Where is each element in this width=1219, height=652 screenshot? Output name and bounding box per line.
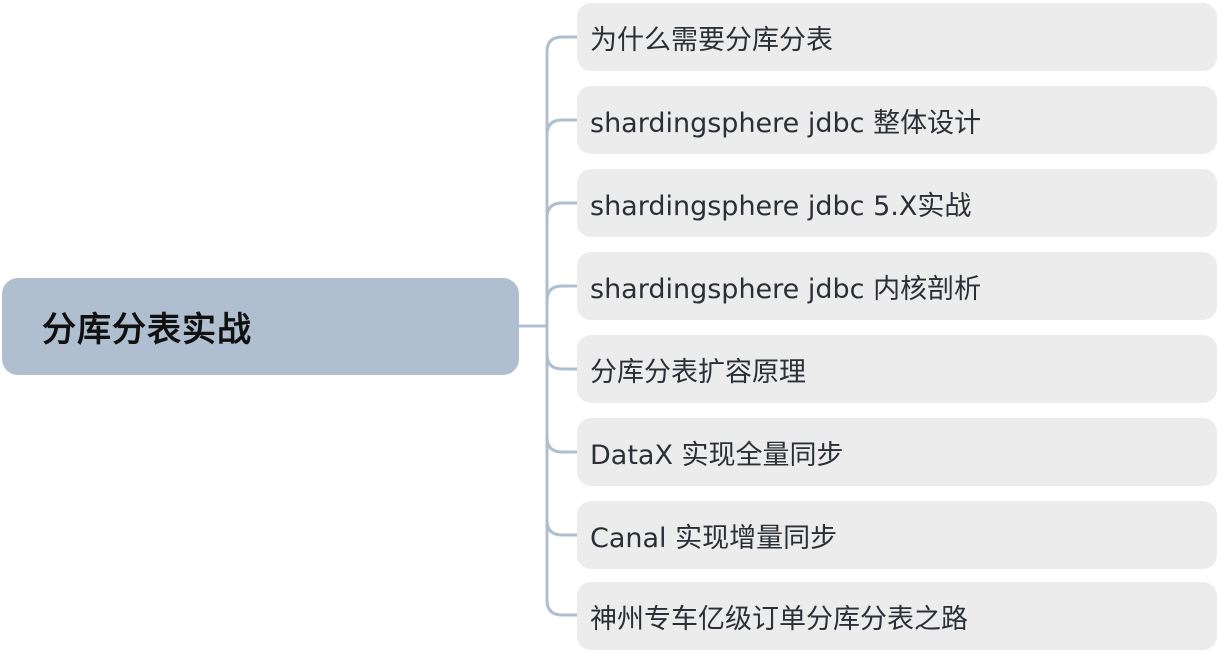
branch-topic-label: DataX 实现全量同步 <box>590 439 844 471</box>
branch-topic-3[interactable]: shardingsphere jdbc 5.X实战 <box>577 169 1217 237</box>
branch-connector-8 <box>545 598 580 617</box>
branch-topic-8[interactable]: 神州专车亿级订单分库分表之路 <box>577 582 1217 650</box>
branch-topic-4[interactable]: shardingsphere jdbc 内核剖析 <box>577 252 1217 320</box>
root-topic-label: 分库分表实战 <box>42 310 252 350</box>
branch-topic-label: 神州专车亿级订单分库分表之路 <box>590 603 968 635</box>
branch-connector-4 <box>545 284 580 303</box>
branch-connector-3 <box>545 201 580 220</box>
branch-topic-label: 分库分表扩容原理 <box>590 356 806 388</box>
branch-connector-7 <box>545 518 580 537</box>
branch-topic-label: Canal 实现增量同步 <box>590 522 838 554</box>
branch-topic-7[interactable]: Canal 实现增量同步 <box>577 501 1217 569</box>
branch-topic-1[interactable]: 为什么需要分库分表 <box>577 3 1217 71</box>
branch-topic-5[interactable]: 分库分表扩容原理 <box>577 335 1217 403</box>
branch-connector-5 <box>545 352 580 371</box>
branch-connector-2 <box>545 118 580 137</box>
branch-topic-label: 为什么需要分库分表 <box>590 24 833 56</box>
branch-topic-6[interactable]: DataX 实现全量同步 <box>577 418 1217 486</box>
branch-connector-6 <box>545 435 580 454</box>
branch-topic-label: shardingsphere jdbc 内核剖析 <box>590 273 982 305</box>
branch-topic-label: shardingsphere jdbc 整体设计 <box>590 107 982 139</box>
root-topic[interactable]: 分库分表实战 <box>2 278 519 375</box>
branch-connector-1 <box>545 35 580 54</box>
branch-topic-label: shardingsphere jdbc 5.X实战 <box>590 190 972 222</box>
branch-topic-2[interactable]: shardingsphere jdbc 整体设计 <box>577 86 1217 154</box>
